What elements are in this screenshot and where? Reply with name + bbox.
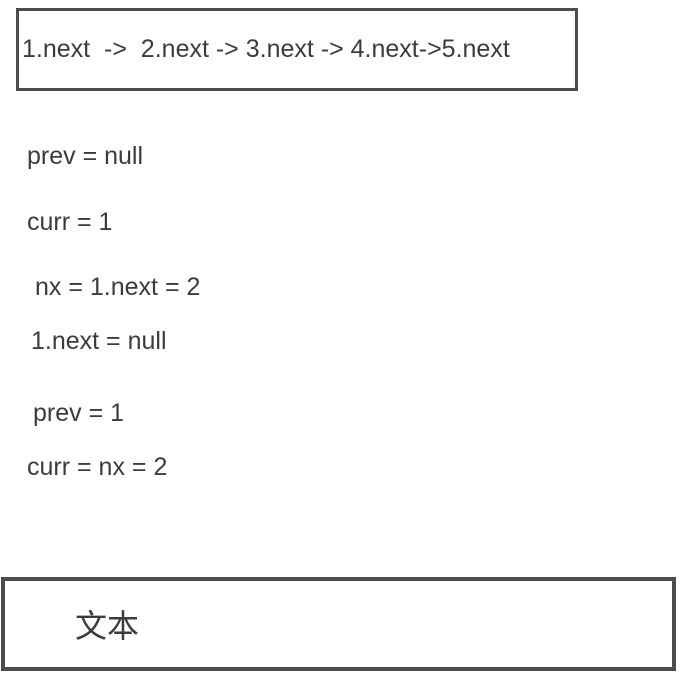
note-prev-null[interactable]: prev = null (27, 142, 144, 170)
note-prev-1[interactable]: prev = 1 (33, 399, 125, 427)
text-placeholder-box[interactable]: 文本 (1, 577, 676, 671)
note-curr-nx-2[interactable]: curr = nx = 2 (27, 453, 168, 481)
note-nx-assignment[interactable]: nx = 1.next = 2 (35, 273, 201, 301)
note-1next-null[interactable]: 1.next = null (31, 327, 167, 355)
linked-list-sequence-label: 1.next -> 2.next -> 3.next -> 4.next->5.… (22, 35, 510, 63)
note-curr-1[interactable]: curr = 1 (27, 208, 113, 236)
text-placeholder-label: 文本 (75, 608, 140, 644)
linked-list-sequence-box[interactable]: 1.next -> 2.next -> 3.next -> 4.next->5.… (16, 8, 578, 91)
